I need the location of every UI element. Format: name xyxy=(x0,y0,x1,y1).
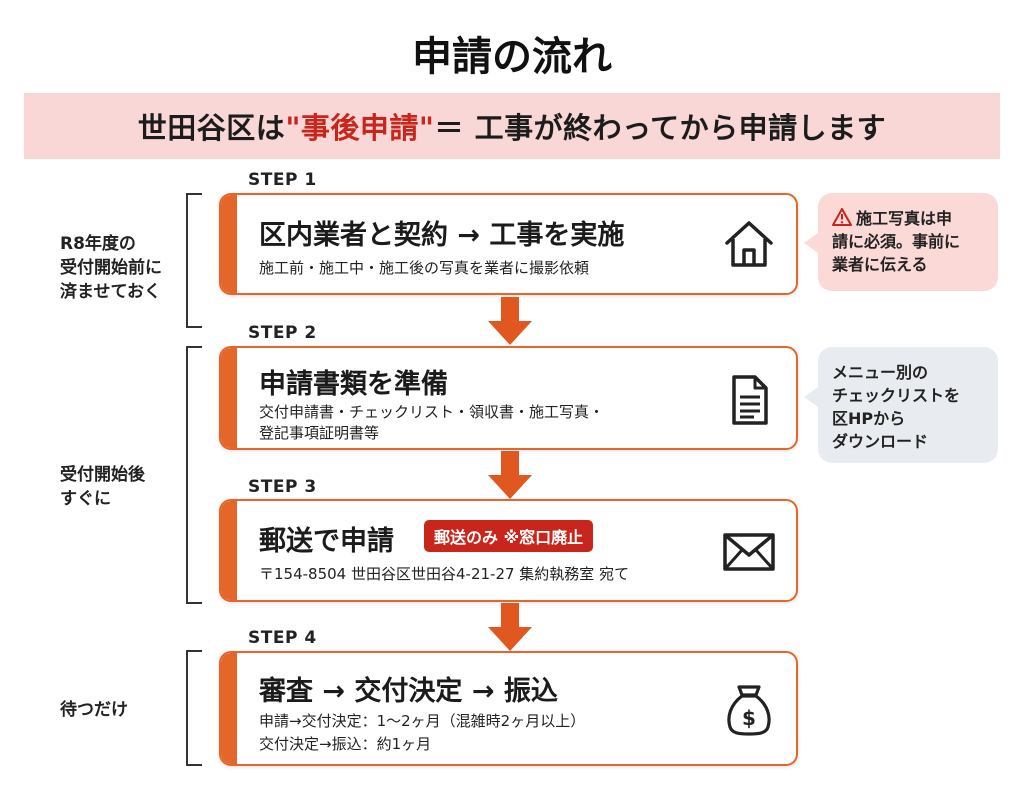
phase-bracket-after xyxy=(186,346,202,604)
step-2-label: STEP 2 xyxy=(248,323,317,343)
step-1-heading: 区内業者と契約 → 工事を実施 xyxy=(259,220,625,251)
banner-suffix: ＝ 工事が終わってから申請します xyxy=(434,111,887,145)
card-accent-bar xyxy=(221,195,237,293)
photo-requirement-note: 施工写真は申 請に必須。事前に 業者に伝える xyxy=(804,193,998,291)
banner-prefix: 世田谷区は xyxy=(137,111,286,145)
step-4-label: STEP 4 xyxy=(248,628,317,648)
step-1-label: STEP 1 xyxy=(248,170,317,190)
summary-banner: 世田谷区は"事後申請"＝ 工事が終わってから申請します xyxy=(24,93,1000,159)
house-icon xyxy=(725,221,773,267)
step-1-card: 区内業者と契約 → 工事を実施 施工前・施工中・施工後の写真を業者に撮影依頼 xyxy=(219,193,798,295)
flow-arrow-3 xyxy=(488,603,532,651)
step-2-card: 申請書類を準備 交付申請書・チェックリスト・領収書・施工写真・ 登記事項証明書等 xyxy=(219,346,798,450)
document-icon xyxy=(732,375,768,425)
banner-highlight: "事後申請" xyxy=(285,111,435,145)
warning-icon xyxy=(832,208,852,226)
step-4-heading: 審査 → 交付決定 → 振込 xyxy=(259,676,558,707)
page-title: 申請の流れ xyxy=(412,34,612,80)
step-3-label: STEP 3 xyxy=(248,477,317,497)
bubble-tail xyxy=(804,233,818,253)
step-1-detail: 施工前・施工中・施工後の写真を業者に撮影依頼 xyxy=(259,259,590,277)
step-4-detail-line-1: 申請→交付決定：1〜2ヶ月（混雑時2ヶ月以上） xyxy=(259,712,586,730)
checklist-download-note: メニュー別の チェックリストを 区HPから ダウンロード xyxy=(804,347,998,463)
money-bag-icon: $ xyxy=(727,685,771,736)
card-accent-bar xyxy=(221,348,237,448)
envelope-icon xyxy=(723,533,775,571)
step-4-detail-line-2: 交付決定→振込：約1ヶ月 xyxy=(259,735,432,753)
step-2-detail-line-2: 登記事項証明書等 xyxy=(259,424,380,442)
bubble-tail xyxy=(804,387,818,407)
flow-arrow-1 xyxy=(488,297,532,345)
phase-bracket-before xyxy=(186,193,202,328)
svg-text:$: $ xyxy=(742,706,756,730)
step-3-address: 〒154-8504 世田谷区世田谷4-21-27 集約執務室 宛て xyxy=(259,565,630,583)
phase-label-before: R8年度の 受付開始前に 済ませておく xyxy=(60,234,162,302)
card-accent-bar xyxy=(221,653,237,764)
step-4-card: 審査 → 交付決定 → 振込 申請→交付決定：1〜2ヶ月（混雑時2ヶ月以上） 交… xyxy=(219,651,798,766)
phase-label-after: 受付開始後 すぐに xyxy=(60,465,145,509)
phase-label-wait: 待つだけ xyxy=(60,700,128,720)
step-2-heading: 申請書類を準備 xyxy=(259,369,448,400)
step-3-heading: 郵送で申請 xyxy=(259,526,394,557)
card-accent-bar xyxy=(221,501,237,600)
phase-bracket-wait xyxy=(186,650,202,766)
flow-arrow-2 xyxy=(488,451,532,499)
mail-only-badge: 郵送のみ ※窓口廃止 xyxy=(424,520,594,552)
step-2-detail-line-1: 交付申請書・チェックリスト・領収書・施工写真・ xyxy=(259,403,605,421)
